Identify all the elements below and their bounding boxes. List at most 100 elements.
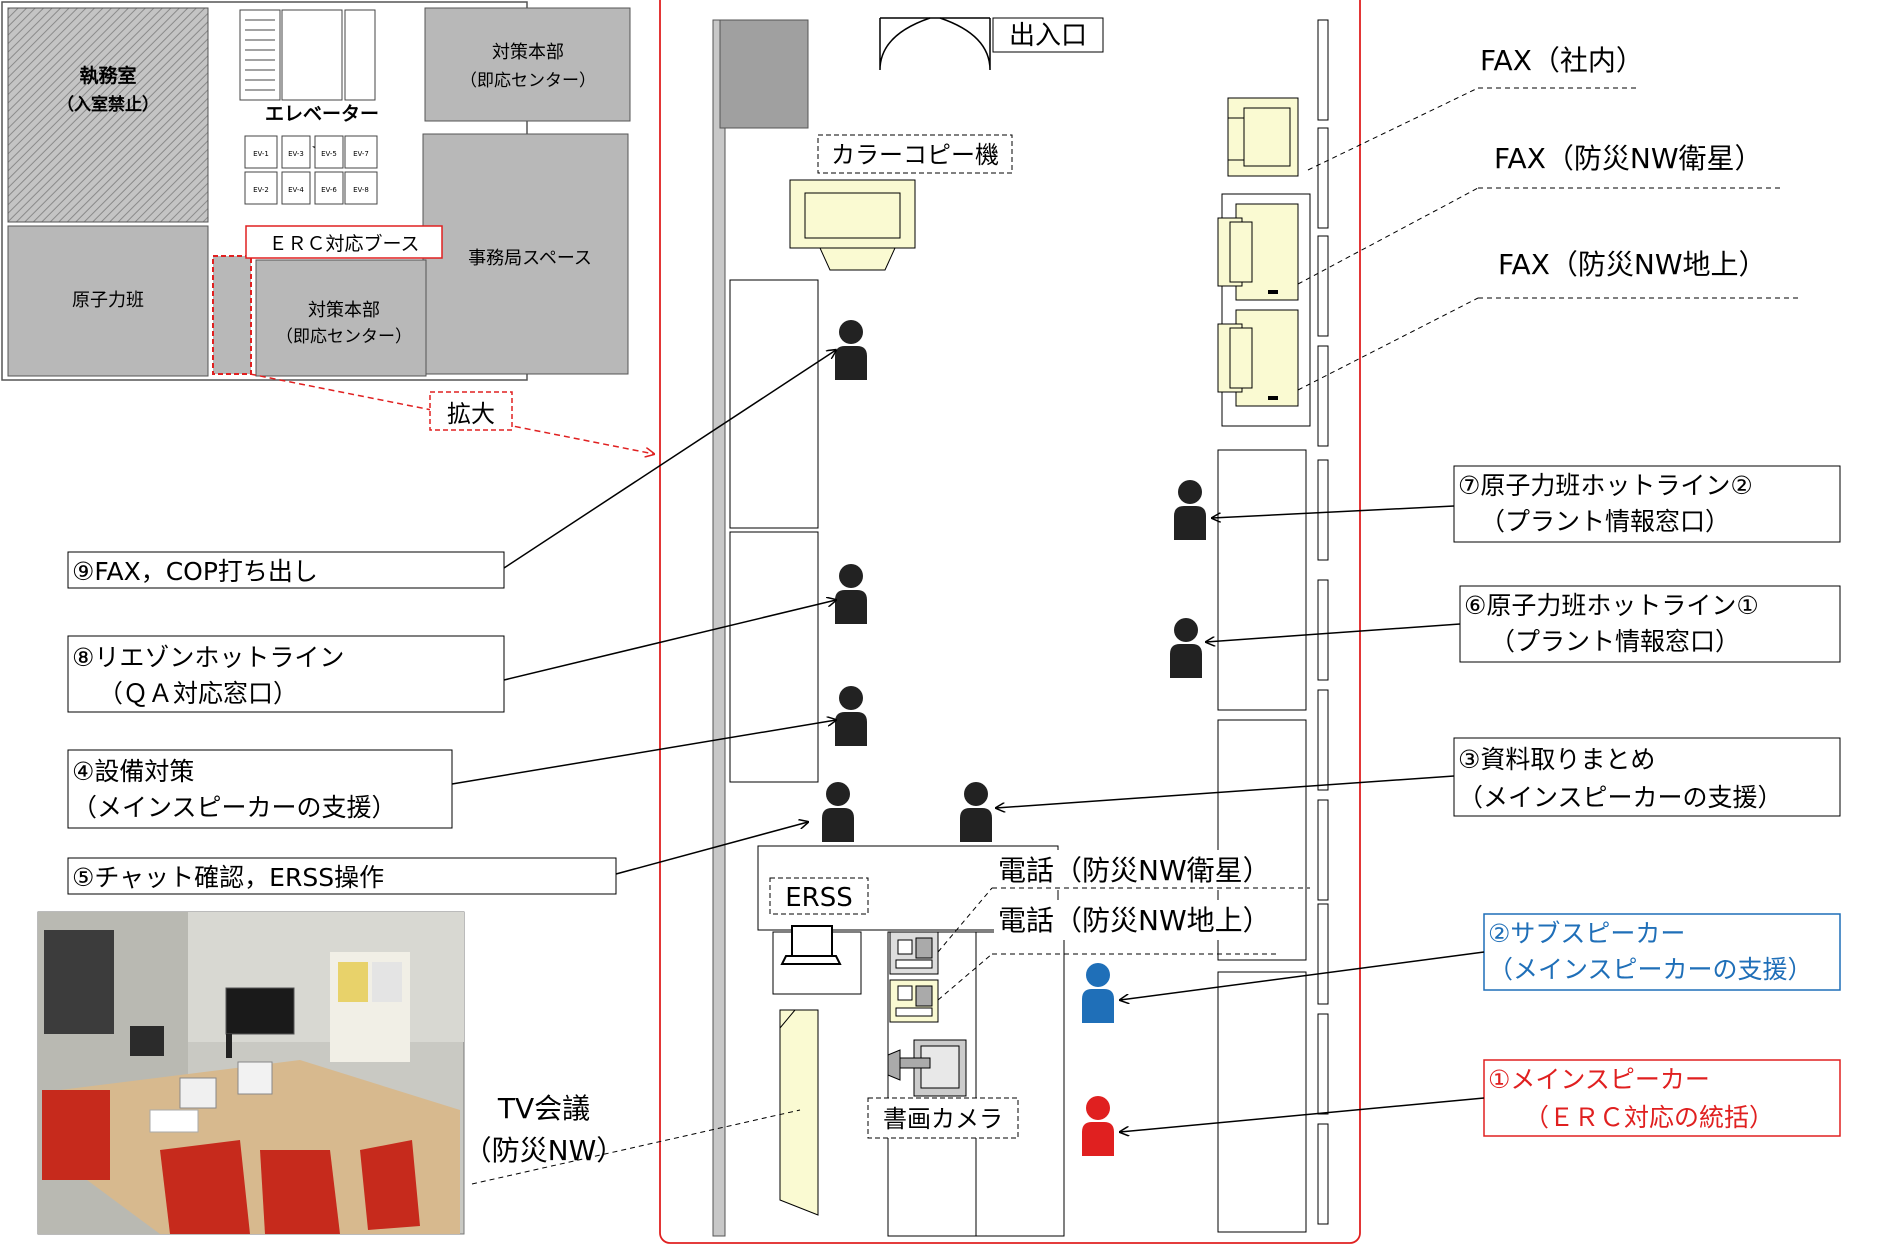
role-8-note: （ＱＡ対応窓口）: [98, 679, 298, 708]
photo-vest: [260, 1150, 340, 1234]
fax-satellite-icon: [1217, 203, 1299, 301]
person-icon: [835, 564, 867, 624]
role-4-note: （メインスピーカーの支援）: [72, 793, 397, 822]
role-6-label: ⑥原子力班ホットライン①: [1464, 591, 1759, 620]
elevator-mark: EV-4: [288, 186, 304, 194]
elevator-mark: EV-6: [321, 186, 337, 194]
pillar: [719, 19, 809, 129]
phone-satellite-label: 電話（防災NW衛星）: [998, 854, 1271, 887]
secretariat-label: 事務局スペース: [468, 248, 592, 269]
nuclear-team-room: [7, 225, 209, 377]
elevator-mark: EV-7: [353, 150, 369, 158]
office-room-label: 執務室: [79, 64, 136, 87]
doc-camera-label-box: [867, 1097, 1019, 1139]
hq-room-top: [424, 7, 631, 122]
main-speaker-person-icon: [1082, 1096, 1114, 1156]
booth-photo: [37, 911, 465, 1235]
elevator-hall: エレベーター ★ EV-1 EV-2 EV-3 EV-4 EV-5 EV-6 E…: [239, 9, 379, 205]
role-7-note: （プラント情報窓口）: [1480, 507, 1730, 536]
desk-left-2: [729, 531, 819, 783]
phone-ground-label: 電話（防災NW地上）: [998, 904, 1271, 937]
elevator-mark: EV-5: [321, 150, 337, 158]
desk-left-1: [729, 279, 819, 529]
role-box-2: [1483, 913, 1841, 991]
role-box-8: [67, 635, 505, 713]
elevator-car: [314, 171, 344, 205]
secretariat-room: [422, 133, 629, 375]
role-9-arrow: [503, 350, 836, 569]
fax-internal-label: FAX（社内）: [1480, 44, 1644, 77]
role-box-9: [67, 551, 505, 589]
door-right: [939, 17, 991, 71]
tv-screen: [779, 1009, 819, 1216]
elevator-car: [281, 171, 311, 205]
copier-label-box: [817, 134, 1013, 174]
role-1-label: ①メインスピーカー: [1488, 1065, 1710, 1094]
erss-label-box: [769, 877, 869, 915]
role-3-note: （メインスピーカーの支援）: [1458, 783, 1783, 812]
role-6-note: （プラント情報窓口）: [1490, 627, 1740, 656]
elevator-mark: EV-1: [253, 150, 269, 158]
erc-booth-label: ＥＲＣ対応ブース: [268, 232, 419, 255]
role-1-note: （ＥＲＣ対応の統括）: [1524, 1103, 1774, 1132]
person-icon: [1174, 480, 1206, 540]
hq-room-top-note: （即応センター）: [460, 71, 596, 91]
erc-booth-area: [212, 255, 252, 375]
fax-internal-icon: [1227, 97, 1299, 177]
role-8-arrow: [503, 600, 836, 681]
photo-table: [60, 1060, 460, 1234]
role-5-label: ⑤チャット確認，ERSS操作: [72, 863, 384, 892]
right-wall: [1317, 19, 1329, 1225]
role-5-arrow: [615, 822, 808, 875]
role-4-arrow: [451, 720, 836, 785]
booth-room: 出入口 カラーコピー機 ERSS: [659, 0, 1361, 1244]
photo-window: [44, 930, 114, 1034]
laptop-icon: [780, 925, 842, 965]
enlarge-label-box: [429, 391, 513, 431]
role-7-label: ⑦原子力班ホットライン②: [1458, 471, 1753, 500]
elevator-mark: EV-3: [288, 150, 304, 158]
sub-speaker-person-icon: [1082, 963, 1114, 1023]
enlarge-label: 拡大: [447, 400, 495, 428]
door-left: [879, 17, 931, 71]
elevator-mark: EV-2: [253, 186, 269, 194]
fax-ground-icon: [1217, 309, 1299, 407]
left-roles: ⑨FAX，COP打ち出し ⑧リエゾンホットライン （ＱＡ対応窓口） ④設備対策 …: [67, 350, 836, 895]
doc-camera-label: 書画カメラ: [883, 1105, 1003, 1133]
role-4-label: ④設備対策: [72, 757, 194, 786]
erc-booth-label-box: [245, 225, 443, 259]
role-box-7: [1453, 465, 1841, 543]
phone-satellite-label-bg: [994, 850, 1294, 890]
hq-room-bottom: [255, 259, 427, 377]
tv-conference-label: TV会議: [497, 1092, 590, 1125]
entrance-label-box: [992, 17, 1104, 53]
role-box-5: [67, 857, 617, 895]
role-box-3: [1453, 737, 1841, 817]
role-1-arrow: [1120, 1097, 1485, 1132]
stairs-right: [344, 9, 376, 101]
role-box-4: [67, 749, 453, 829]
role-9-label: ⑨FAX，COP打ち出し: [72, 557, 318, 586]
person-icon: [822, 782, 854, 842]
stairs-left: [239, 9, 281, 101]
hq-room-bottom-label: 対策本部: [308, 300, 380, 321]
photo-vest: [360, 1140, 420, 1230]
elevator-car: [244, 135, 278, 169]
role-2-arrow: [1120, 951, 1485, 1000]
role-6-arrow: [1206, 623, 1461, 642]
entrance: 出入口: [879, 17, 1104, 71]
document-camera-icon: [887, 1039, 967, 1097]
elevator-car: [314, 135, 344, 169]
desk-right-3: [1217, 971, 1307, 1233]
elevator-car: [344, 135, 378, 169]
tv-conference-note: （防災NW）: [464, 1134, 625, 1167]
role-2-note: （メインスピーカーの支援）: [1488, 955, 1813, 984]
floorplan: 執務室 （入室禁止） 対策本部 （即応センター） エレベーター ★: [1, 1, 631, 381]
desk-right-1: [1217, 449, 1307, 711]
office-room-note: （入室禁止）: [57, 94, 159, 115]
nuclear-team-label: 原子力班: [72, 290, 144, 311]
fax-ground-label: FAX（防災NW地上）: [1498, 248, 1767, 281]
role-8-label: ⑧リエゾンホットライン: [72, 643, 344, 672]
